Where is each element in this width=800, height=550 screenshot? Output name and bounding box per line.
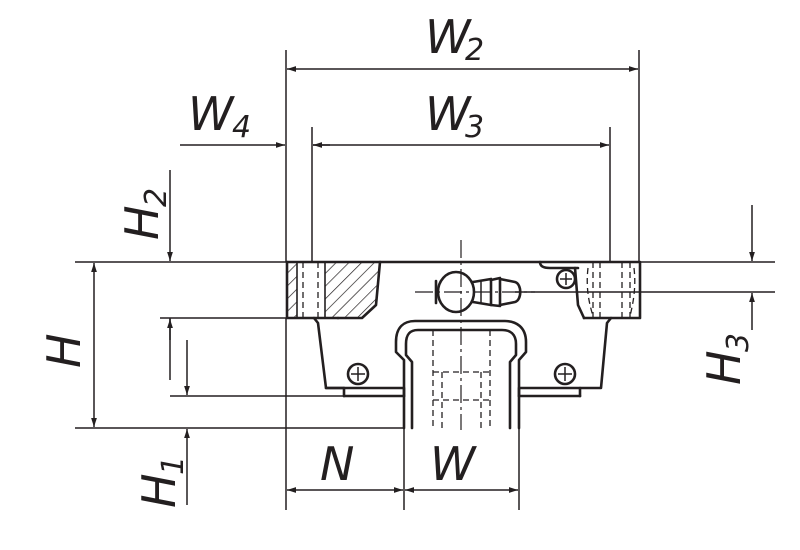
label-n: N bbox=[320, 437, 354, 491]
mounting-hole-hidden-left bbox=[302, 262, 319, 318]
label-w2-main: W bbox=[425, 10, 472, 64]
screw-bottom-right bbox=[553, 362, 577, 386]
screw-top-right bbox=[555, 268, 577, 290]
label-w3: W 3 bbox=[425, 87, 484, 145]
label-w: W bbox=[430, 437, 477, 491]
label-w2: W 2 bbox=[425, 10, 484, 68]
dimension-lines bbox=[91, 66, 755, 505]
label-h1-main: H bbox=[132, 473, 186, 508]
label-w2-sub: 2 bbox=[465, 33, 484, 68]
top-recess bbox=[538, 260, 580, 270]
label-h3: H 3 bbox=[697, 333, 756, 385]
screw-bottom-left bbox=[346, 362, 370, 386]
label-h-main: H bbox=[37, 333, 91, 368]
label-w4-main: W bbox=[188, 87, 235, 141]
label-w4-sub: 4 bbox=[232, 110, 251, 145]
label-h3-main: H bbox=[697, 350, 751, 385]
label-h: H bbox=[37, 333, 91, 368]
label-n-main: N bbox=[320, 437, 354, 491]
label-w3-main: W bbox=[425, 87, 472, 141]
guide-rail bbox=[394, 319, 528, 430]
label-w-main: W bbox=[430, 437, 477, 491]
label-h2-main: H bbox=[115, 205, 169, 240]
label-w4: W 4 bbox=[188, 87, 251, 145]
section-hatch bbox=[286, 261, 381, 319]
mounting-hole-hidden-right bbox=[586, 262, 636, 318]
label-w3-sub: 3 bbox=[465, 110, 484, 145]
label-h2-sub: 2 bbox=[139, 188, 174, 207]
label-h1: H 1 bbox=[132, 456, 191, 508]
extension-lines bbox=[75, 50, 775, 510]
label-h1-sub: 1 bbox=[156, 456, 191, 475]
label-h3-sub: 3 bbox=[721, 333, 756, 352]
label-h2: H 2 bbox=[115, 188, 174, 240]
